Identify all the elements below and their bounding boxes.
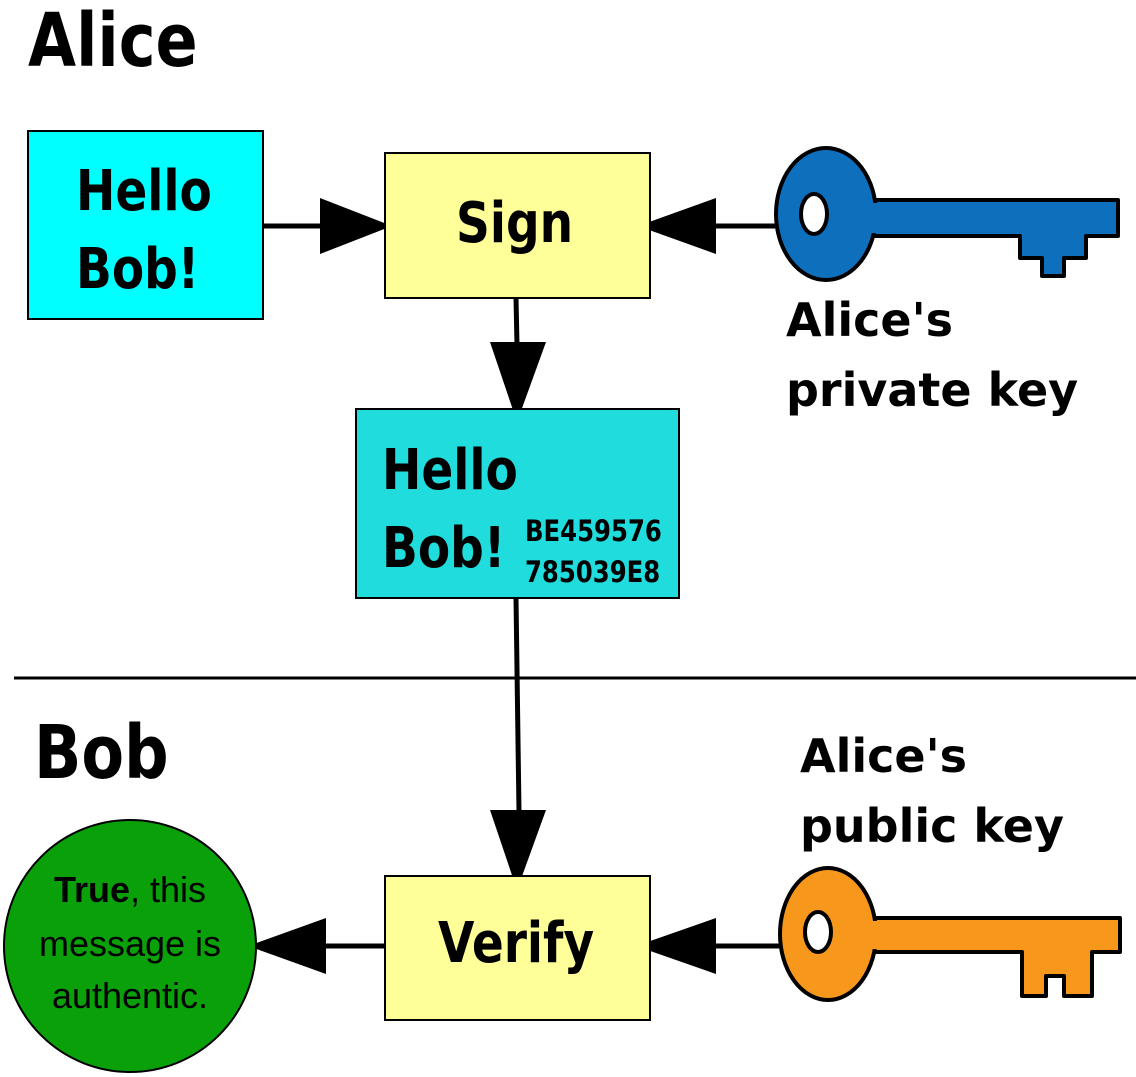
message-box: Hello Bob! [27,130,264,320]
public-key-label-line-1: Alice's [800,729,967,783]
message-box-shape [27,130,264,320]
private-key-shaft [848,198,1120,278]
verify-box-shape [384,875,651,1021]
connector-signed-to-verify [513,597,522,813]
signed-message-shape [355,408,680,599]
result-line-2: message is [39,923,221,964]
connector-sign-to-signed [513,297,520,346]
public-key-joint [864,921,884,949]
result-badge: True, this message is authentic. [3,819,257,1073]
bob-section-title: Bob [34,711,169,797]
connectors [263,223,780,949]
sign-step-label: Sign [456,191,573,256]
message-line-2: Bob! [76,237,199,302]
arrowhead-into-verify-right [636,918,716,974]
signature-line-2: 785039E8 [525,556,660,590]
sign-step-box: Sign [384,152,651,299]
verify-step-label: Verify [438,911,594,976]
arrowhead-into-sign-left [320,198,392,254]
private-key-hole [799,192,829,236]
arrowhead-into-sign-right [638,198,716,254]
result-circle [3,819,257,1073]
result-line-1: True, this [54,869,206,910]
arrowhead-into-verify-top [490,810,546,890]
verify-step-box: Verify [384,875,651,1021]
private-key-label-line-1: Alice's [786,293,953,347]
signed-message-line-1: Hello [382,438,518,503]
private-key-icon [774,146,1120,282]
signature-line-1: BE459576 [525,515,662,549]
arrowhead-into-signed-message [490,342,546,422]
private-key-label-line-2: private key [786,363,1078,417]
message-line-1: Hello [76,159,212,224]
public-key-hole [803,910,833,954]
result-line-3: authentic. [52,975,208,1016]
public-key-label-line-2: public key [800,799,1064,853]
arrowhead-into-result [248,918,326,974]
public-key-icon [778,866,1122,1002]
sign-box-shape [384,152,651,299]
signed-message-box: Hello Bob! BE459576 785039E8 [355,408,680,599]
alice-section-title: Alice [28,0,198,84]
signed-message-line-2: Bob! [382,516,505,581]
arrowheads [248,198,716,974]
private-key-joint [862,203,882,233]
public-key-shaft [850,916,1122,998]
